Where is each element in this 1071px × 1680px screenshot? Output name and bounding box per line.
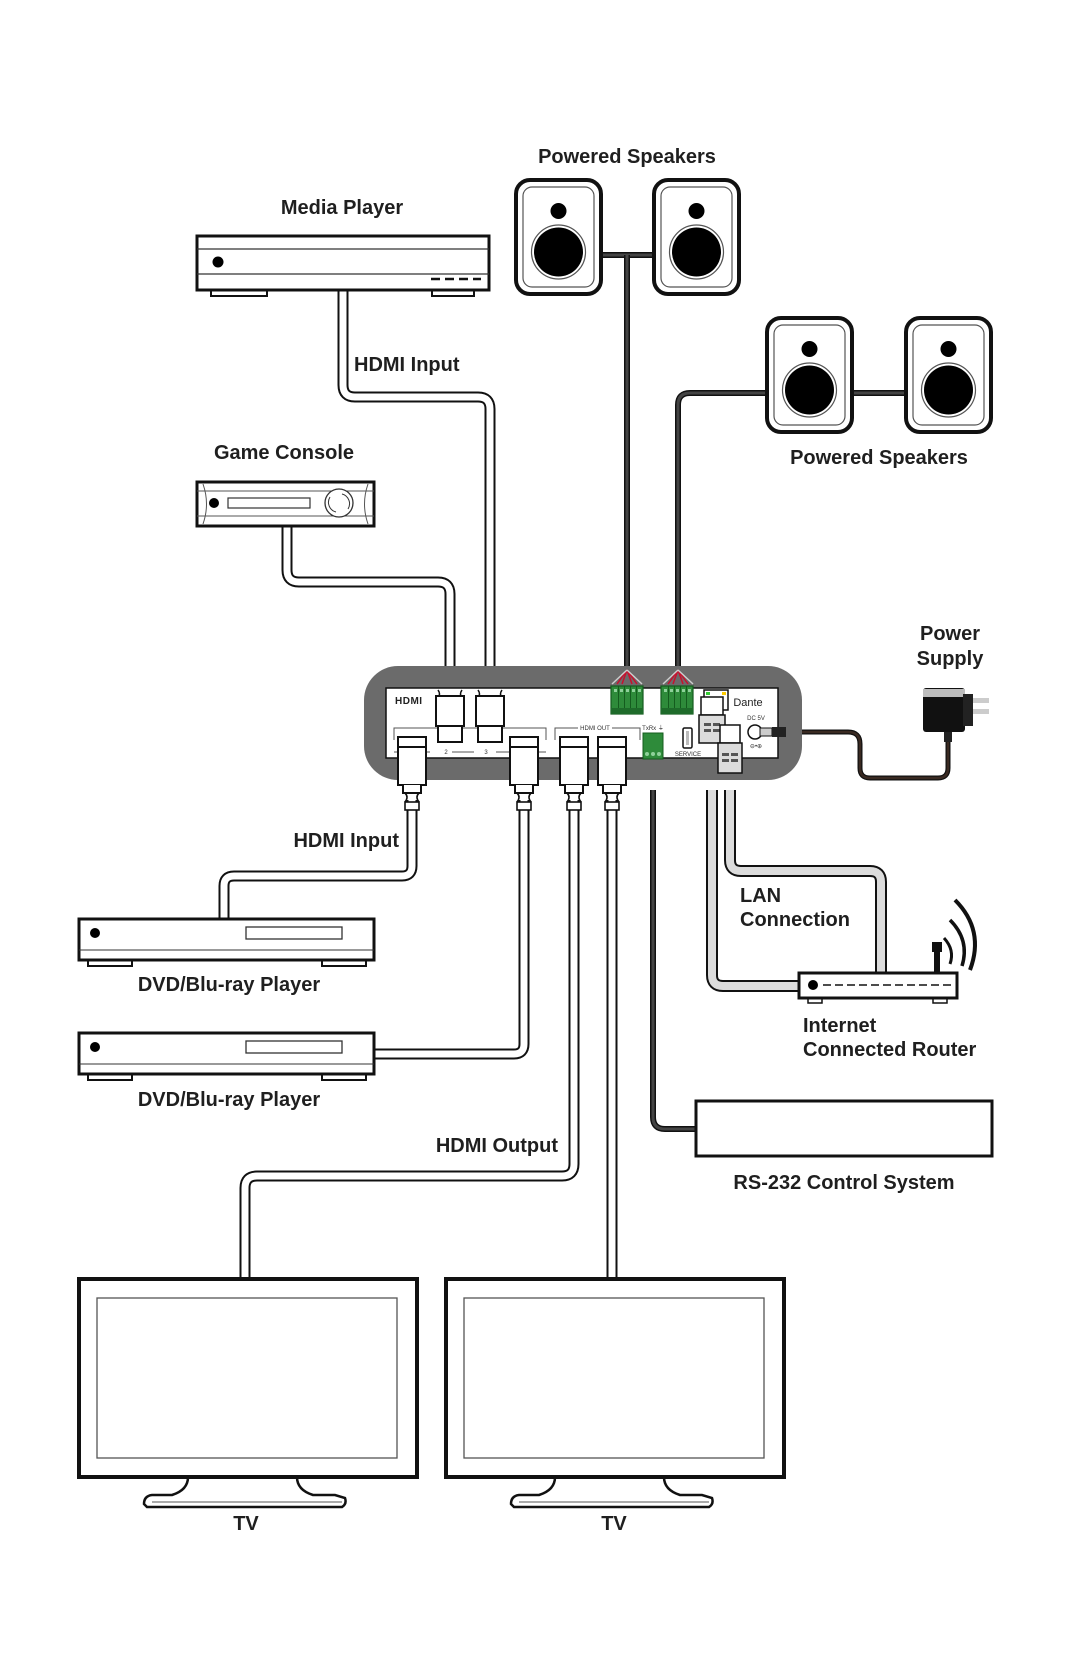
audio-terminal-2 (660, 685, 694, 715)
hdmi-out-label: HDMI OUT (580, 726, 610, 732)
dante-logo: Dante (733, 697, 762, 709)
audio-cable-right-speakers (675, 390, 906, 670)
usb-label: SERVICE (675, 752, 701, 758)
label-tv-2: TV (601, 1513, 627, 1535)
label-power-supply-1: Power (920, 623, 980, 645)
dc-label: DC 5V (747, 716, 765, 722)
game-console (195, 480, 376, 528)
lan-plug-2 (717, 724, 743, 774)
port-label-3: 3 (484, 750, 488, 756)
label-hdmi-output: HDMI Output (436, 1135, 559, 1157)
label-power-supply-2: Supply (917, 648, 985, 670)
label-hdmi-input-top: HDMI Input (354, 354, 460, 376)
media-player (195, 234, 491, 297)
speaker-icon (652, 178, 741, 296)
audio-terminal-1 (610, 685, 644, 715)
speaker-icon (904, 316, 993, 434)
label-lan-1: LAN (740, 885, 781, 907)
label-rs232-system: RS-232 Control System (733, 1172, 954, 1194)
label-router-1: Internet (803, 1015, 877, 1037)
hdmi-cable-dvd-2 (374, 800, 530, 1060)
hdmi-plug-in-3 (475, 689, 505, 743)
powered-speakers-right (765, 316, 993, 434)
hdmi-cable-game-console (281, 526, 456, 690)
label-game-console: Game Console (214, 442, 354, 464)
tv-2 (444, 1277, 786, 1509)
hdmi-plug-in-2 (435, 689, 465, 743)
hdmi-logo: HDMI (395, 696, 423, 707)
power-cable (800, 729, 951, 781)
label-router-2: Connected Router (803, 1039, 977, 1061)
hdmi-cable-tv-1 (239, 800, 580, 1279)
dvd-player-1 (77, 917, 376, 968)
label-tv-1: TV (233, 1513, 259, 1535)
hdmi-cable-media-player (337, 290, 496, 690)
rs232-port-label: TxRx ⏚ (642, 725, 664, 732)
speaker-icon (765, 316, 854, 434)
dc-polarity: ⊖•⊕ (750, 744, 762, 750)
label-media-player: Media Player (281, 197, 404, 219)
internet-router (797, 898, 977, 1004)
usb-service-port (682, 727, 693, 749)
label-lan-2: Connection (740, 909, 850, 931)
label-powered-speakers-top: Powered Speakers (538, 146, 716, 168)
label-dvd-1: DVD/Blu-ray Player (138, 974, 321, 996)
speaker-icon (514, 178, 603, 296)
power-supply (923, 688, 989, 742)
lan-plug-1 (698, 696, 726, 744)
label-powered-speakers-right: Powered Speakers (790, 447, 968, 469)
hdmi-cable-dvd-1 (218, 800, 418, 919)
lan-cable (706, 790, 887, 992)
rs232-cable (650, 790, 696, 1132)
label-hdmi-input-bottom: HDMI Input (293, 830, 399, 852)
rs232-terminal (642, 732, 664, 760)
tv-1 (77, 1277, 419, 1509)
audio-cable-top-speakers (601, 252, 654, 670)
svg-text:Dante: Dante (733, 697, 762, 709)
port-label-2: 2 (444, 750, 448, 756)
label-dvd-2: DVD/Blu-ray Player (138, 1089, 321, 1111)
dc-jack (747, 724, 786, 740)
central-device: HDMI 2 3 HDMI OUT (364, 666, 802, 811)
rs232-control-system (694, 1099, 994, 1158)
dvd-player-2 (77, 1031, 376, 1082)
